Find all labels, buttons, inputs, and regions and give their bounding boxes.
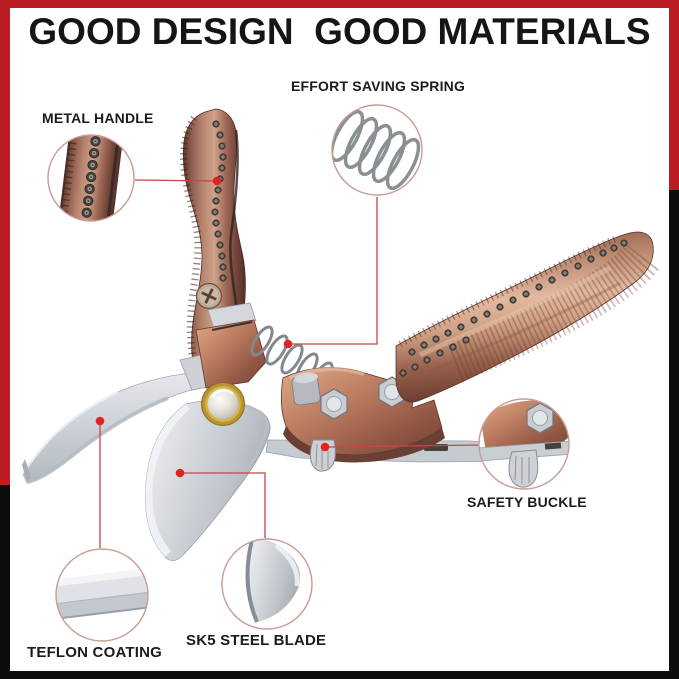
border-right-red [669, 0, 679, 190]
spring-pointer-dot [283, 339, 293, 349]
right-handle [395, 231, 660, 403]
teflon-pointer-dot [95, 416, 105, 426]
pivot-bolt [201, 382, 245, 426]
spring-clamp [179, 302, 267, 391]
border-left-red [0, 0, 10, 485]
page-title: GOOD DESIGN GOOD MATERIALS [28, 11, 651, 52]
cutting-blade [144, 400, 271, 562]
teflon-zoom-circle [55, 548, 149, 642]
safety-buckle-pointer-dot [320, 442, 330, 452]
effort-saving-spring-label: EFFORT SAVING SPRING [291, 78, 466, 94]
border-bottom [0, 671, 679, 679]
metal-handle-zoom-circle [47, 134, 135, 222]
metal-handle-label: METAL HANDLE [42, 110, 154, 126]
sk5-pointer-dot [175, 468, 185, 478]
safety-buckle-zoom-circle [478, 398, 570, 490]
sk5-blade-zoom-circle [221, 538, 313, 630]
border-right-black [669, 190, 679, 679]
border-top [0, 0, 679, 8]
spring-zoom-circle [331, 104, 423, 196]
metal-handle-pointer-dot [212, 176, 222, 186]
teflon-coating-label: TEFLON COATING [27, 644, 163, 661]
border-left-black [0, 485, 10, 679]
safety-buckle-label: SAFETY BUCKLE [467, 494, 587, 510]
callout-lines [95, 176, 479, 548]
sk5-steel-blade-label: SK5 STEEL BLADE [186, 632, 327, 649]
